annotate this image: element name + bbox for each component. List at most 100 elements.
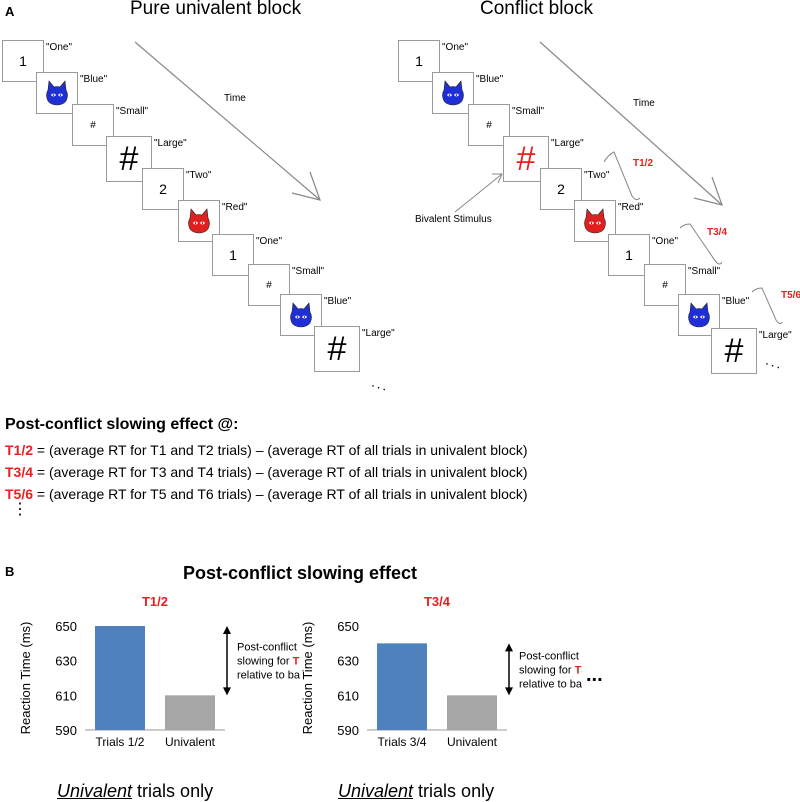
bar-univalent bbox=[447, 695, 497, 730]
bracket-t56 bbox=[751, 287, 783, 325]
y-tick-label: 630 bbox=[55, 654, 77, 669]
category-label: Univalent bbox=[165, 735, 216, 749]
univalent-stimulus-card bbox=[280, 294, 322, 336]
bracket-t34 bbox=[679, 223, 723, 265]
pure-univalent-title: Pure univalent block bbox=[130, 0, 302, 19]
footer-underlined: Univalent bbox=[338, 781, 414, 801]
annotation-line-3: relative to baseline bbox=[519, 678, 582, 690]
formula-text: = (average RT for T5 and T6 trials) – (a… bbox=[33, 486, 528, 502]
red-face-icon bbox=[188, 208, 210, 234]
panel-b-label: B bbox=[5, 564, 15, 579]
univalent-speech-label: "Blue" bbox=[80, 74, 108, 85]
category-label: Trials 1/2 bbox=[96, 735, 145, 749]
blue-face-icon bbox=[442, 80, 464, 106]
conflict-stimulus-card bbox=[678, 294, 720, 336]
bar-trials bbox=[377, 643, 427, 730]
right-time-label: Time bbox=[633, 98, 655, 109]
univalent-speech-label: "One" bbox=[46, 42, 73, 53]
conflict-speech-label: "Large" bbox=[759, 330, 792, 341]
formula-text: = (average RT for T1 and T2 trials) – (a… bbox=[33, 442, 528, 458]
y-tick-label: 590 bbox=[55, 723, 77, 738]
univalent-stimulus-card: # bbox=[248, 264, 290, 306]
conflict-stimulus-card: # bbox=[468, 104, 510, 146]
footer-right: Univalent trials only bbox=[338, 781, 494, 802]
univalent-speech-label: "Two" bbox=[186, 170, 212, 181]
annotation-tag: T3/4 bbox=[575, 664, 582, 676]
univalent-speech-label: "Large" bbox=[154, 138, 187, 149]
difference-arrow-head-up bbox=[223, 626, 231, 634]
tag-t12: T1/2 bbox=[633, 158, 654, 169]
blue-face-icon bbox=[46, 80, 68, 106]
bar-univalent bbox=[165, 695, 215, 730]
y-tick-label: 630 bbox=[337, 654, 359, 669]
conflict-speech-label: "Blue" bbox=[476, 74, 504, 85]
left-time-label: Time bbox=[224, 93, 246, 104]
conflict-speech-label: "Two" bbox=[584, 170, 610, 181]
bar-trials bbox=[95, 626, 145, 730]
blue-face-icon bbox=[290, 302, 312, 328]
footer-rest: trials only bbox=[132, 781, 214, 801]
conflict-block-title: Conflict block bbox=[480, 0, 593, 19]
difference-arrow-head-down bbox=[223, 687, 231, 696]
difference-arrow-head-down bbox=[505, 687, 513, 696]
formula-t56: T5/6 = (average RT for T5 and T6 trials)… bbox=[5, 486, 528, 502]
chart-title: T1/2 bbox=[142, 594, 168, 609]
footer-underlined: Univalent bbox=[57, 781, 133, 801]
univalent-stimulus-card: # bbox=[314, 326, 360, 372]
formula-tag: T3/4 bbox=[5, 464, 34, 480]
y-tick-label: 590 bbox=[337, 723, 359, 738]
univalent-speech-label: "One" bbox=[256, 236, 283, 247]
annotation-line-3: relative to baseline bbox=[237, 670, 300, 682]
conflict-stimulus-card: # bbox=[503, 136, 549, 182]
conflict-speech-label: "Large" bbox=[551, 138, 584, 149]
panel-a-label: A bbox=[5, 4, 15, 19]
annotation-text: slowing for bbox=[237, 656, 293, 668]
conflict-stimulus-card bbox=[432, 72, 474, 114]
formula-text: = (average RT for T3 and T4 trials) – (a… bbox=[33, 464, 528, 480]
panel-b-more: ... bbox=[586, 664, 603, 686]
univalent-speech-label: "Small" bbox=[116, 106, 149, 117]
tag-t34: T3/4 bbox=[707, 227, 728, 238]
red-face-icon bbox=[584, 208, 606, 234]
y-tick-label: 610 bbox=[55, 688, 77, 703]
annotation-text: slowing for bbox=[519, 664, 575, 676]
right-time-arrow bbox=[539, 41, 723, 206]
conflict-stimulus-card: 1 bbox=[608, 234, 650, 276]
annotation-line-2: slowing for T1/2 bbox=[237, 656, 300, 668]
univalent-stimulus-card bbox=[36, 72, 78, 114]
univalent-speech-label: "Blue" bbox=[324, 296, 352, 307]
univalent-speech-label: "Red" bbox=[222, 202, 248, 213]
conflict-stimulus-card: 2 bbox=[540, 168, 582, 210]
difference-arrow-head-up bbox=[505, 643, 513, 652]
effect-heading: Post-conflict slowing effect @: bbox=[5, 416, 239, 433]
bivalent-stimulus-label: Bivalent Stimulus bbox=[415, 214, 492, 225]
univalent-speech-label: "Small" bbox=[292, 266, 325, 277]
formula-tag: T1/2 bbox=[5, 442, 34, 458]
category-label: Trials 3/4 bbox=[378, 735, 427, 749]
conflict-speech-label: "Small" bbox=[688, 266, 721, 277]
y-tick-label: 650 bbox=[55, 619, 77, 634]
univalent-speech-label: "Large" bbox=[362, 328, 395, 339]
formula-t12: T1/2 = (average RT for T1 and T2 trials)… bbox=[5, 442, 528, 458]
conflict-speech-label: "Blue" bbox=[722, 296, 750, 307]
footer-left: Univalent trials only bbox=[57, 781, 213, 802]
conflict-stimulus-card: # bbox=[711, 328, 757, 374]
univalent-stimulus-card: 1 bbox=[212, 234, 254, 276]
conflict-speech-label: "Small" bbox=[512, 106, 545, 117]
y-tick-label: 610 bbox=[337, 688, 359, 703]
univalent-stimulus-card: 2 bbox=[142, 168, 184, 210]
y-tick-label: 650 bbox=[337, 619, 359, 634]
blue-face-icon bbox=[688, 302, 710, 328]
annotation-line-2: slowing for T3/4 bbox=[519, 664, 582, 676]
formula-t34: T3/4 = (average RT for T3 and T4 trials)… bbox=[5, 464, 528, 480]
annotation-line-1: Post-conflict bbox=[519, 650, 579, 662]
conflict-speech-label: "One" bbox=[442, 42, 469, 53]
time-arrows bbox=[134, 41, 783, 325]
y-axis-label: Reaction Time (ms) bbox=[300, 622, 315, 735]
annotation-line-1: Post-conflict bbox=[237, 642, 297, 654]
category-label: Univalent bbox=[447, 735, 498, 749]
left-time-arrow bbox=[134, 41, 321, 201]
univalent-stimulus-card bbox=[178, 200, 220, 242]
footer-rest: trials only bbox=[413, 781, 495, 801]
